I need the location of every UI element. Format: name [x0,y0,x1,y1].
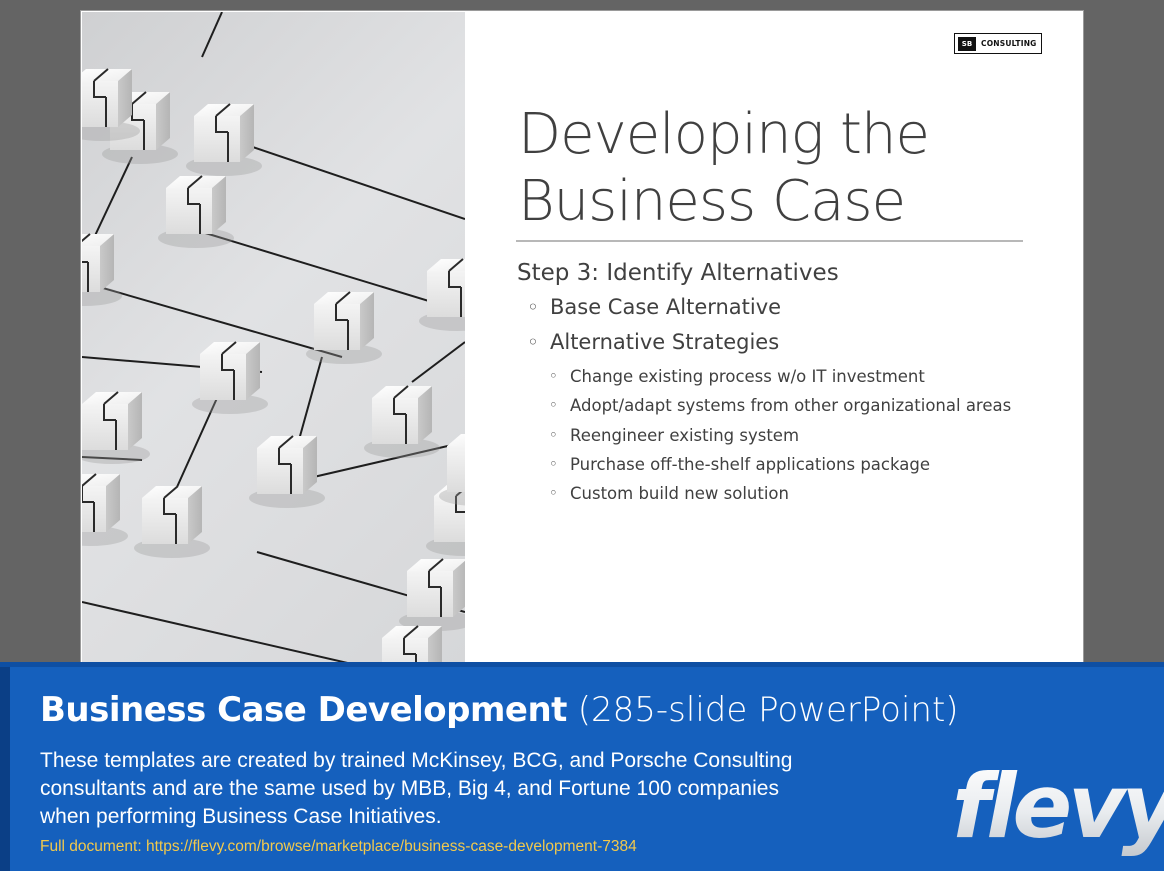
sub-bullet: Adopt/adapt systems from other organizat… [517,391,1057,421]
flevy-logo-text: flevy [952,757,1164,857]
banner-title-format: (285-slide PowerPoint) [577,690,959,730]
sub-bullet: Change existing process w/o IT investmen… [517,362,1057,392]
sb-consulting-logo: SB CONSULTING [954,33,1042,54]
banner-left-edge [0,667,10,871]
slide-preview: SB CONSULTING Developing the Business Ca… [80,10,1084,664]
banner-title-product: Business Case Development [40,690,567,730]
banner-title: Business Case Development (285-slide Pow… [40,688,959,732]
cube-network-image [82,12,465,663]
sub-bullet: Purchase off-the-shelf applications pack… [517,450,1057,480]
banner-top-edge [0,662,1164,667]
logo-text: CONSULTING [981,39,1037,48]
flevy-logo: flevy [952,757,1164,857]
logo-mark: SB [958,36,976,51]
slide-content: Step 3: Identify Alternatives Base Case … [517,258,1057,509]
slide-title-line-2: Business Case [518,169,906,234]
slide-title-line-1: Developing the [518,102,930,167]
bullet-base-case: Base Case Alternative [517,290,1057,325]
promo-banner [0,662,1164,871]
slide-title: Developing the Business Case [518,101,1038,235]
step-heading: Step 3: Identify Alternatives [517,260,839,286]
sub-bullet: Reengineer existing system [517,421,1057,451]
sub-bullet: Custom build new solution [517,479,1057,509]
full-document-link[interactable]: Full document: https://flevy.com/browse/… [40,838,637,855]
banner-description: These templates are created by trained M… [40,749,793,828]
title-divider [516,240,1023,242]
bullet-alternative-strategies: Alternative Strategies [517,325,1057,360]
